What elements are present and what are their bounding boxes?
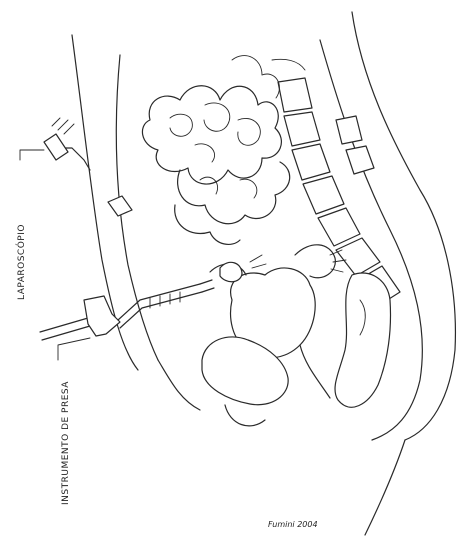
artist-signature: Fumini 2004 bbox=[268, 520, 318, 529]
grasper-label: INSTRUMENTO DE PRESA bbox=[61, 381, 71, 505]
grasping-instrument bbox=[40, 280, 214, 340]
laparoscope-leader-line bbox=[20, 150, 44, 160]
small-intestine bbox=[142, 56, 289, 245]
abdominal-wall bbox=[72, 35, 200, 410]
grasper-leader-line bbox=[58, 338, 90, 360]
laparoscope bbox=[44, 118, 132, 216]
laparoscope-label: LAPAROSCÓPIO bbox=[15, 224, 27, 300]
